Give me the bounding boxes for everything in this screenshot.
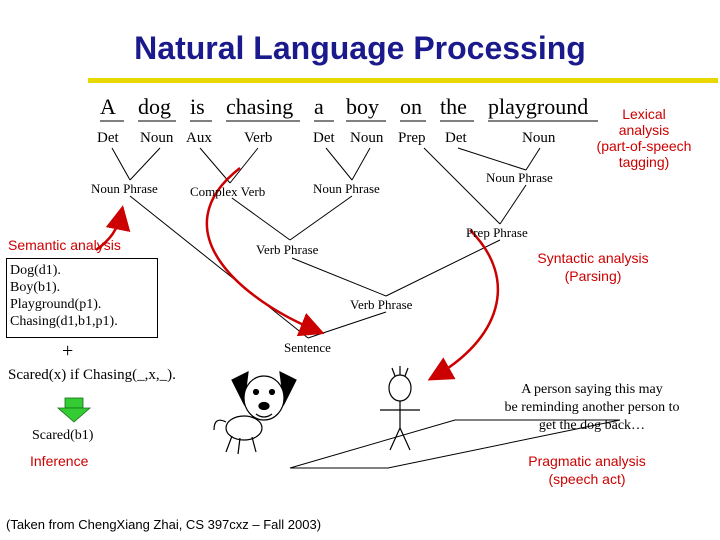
word-a-2: a: [314, 94, 324, 119]
page-title: Natural Language Processing: [134, 30, 586, 66]
sentence-node: Sentence: [284, 340, 331, 355]
playground-plane: [289, 419, 621, 469]
pragmatic-analysis-label: Pragmatic analysis (speech act): [528, 453, 646, 487]
tree-edges: [111, 147, 541, 339]
pos-aux: Aux: [186, 130, 212, 146]
noun-phrase-1: Noun Phrase: [91, 181, 158, 196]
pragmatic-arrow: [205, 167, 325, 337]
semantic-arrow: [95, 205, 131, 252]
prep-phrase: Prep Phrase: [466, 225, 528, 240]
pos-noun-1: Noun: [140, 130, 174, 146]
pos-det-3: Det: [445, 130, 467, 146]
word-a: A: [100, 94, 116, 119]
logic-facts: Dog(d1). Boy(b1). Playground(p1). Chasin…: [10, 263, 118, 329]
word-boy: boy: [346, 94, 379, 119]
word-on: on: [400, 94, 422, 119]
word-chasing: chasing: [226, 94, 294, 119]
word-playground: playground: [488, 94, 589, 119]
pos-noun-3: Noun: [522, 130, 556, 146]
semantic-analysis-label: Semantic analysis: [8, 237, 121, 253]
syntactic-analysis-label: Syntactic analysis (Parsing): [537, 250, 649, 284]
noun-phrase-3: Noun Phrase: [486, 170, 553, 185]
red-arrows: [95, 167, 500, 381]
stick-figure: [380, 366, 420, 451]
pos-noun-2: Noun: [350, 130, 384, 146]
inference-label: Inference: [30, 453, 89, 469]
plus-sign: +: [62, 340, 74, 362]
pos-verb: Verb: [244, 130, 273, 146]
speech-act-text: A person saying this may be reminding an…: [504, 382, 680, 433]
verb-phrase-2: Verb Phrase: [350, 297, 413, 312]
pos-prep: Prep: [398, 130, 426, 146]
syntactic-arrow: [427, 229, 500, 381]
dog-image: [213, 370, 297, 455]
pos-det-2: Det: [313, 130, 335, 146]
word-is: is: [190, 94, 205, 119]
complex-verb: Complex Verb: [190, 184, 266, 199]
inference-arrow-icon: [56, 397, 92, 423]
citation: (Taken from ChengXiang Zhai, CS 397cxz –…: [6, 517, 322, 532]
lexical-analysis-label: Lexical analysis (part-of-speech tagging…: [596, 106, 692, 170]
inference-rule: Scared(x) if Chasing(_,x,_).: [8, 367, 176, 383]
logic-facts-box: [6, 258, 158, 338]
inference-result: Scared(b1): [32, 428, 94, 443]
noun-phrase-2: Noun Phrase: [313, 181, 380, 196]
pos-det-1: Det: [97, 130, 119, 146]
title-underline: [88, 78, 718, 83]
word-dog: dog: [138, 94, 171, 119]
verb-phrase-1: Verb Phrase: [256, 242, 319, 257]
word-the: the: [440, 94, 467, 119]
